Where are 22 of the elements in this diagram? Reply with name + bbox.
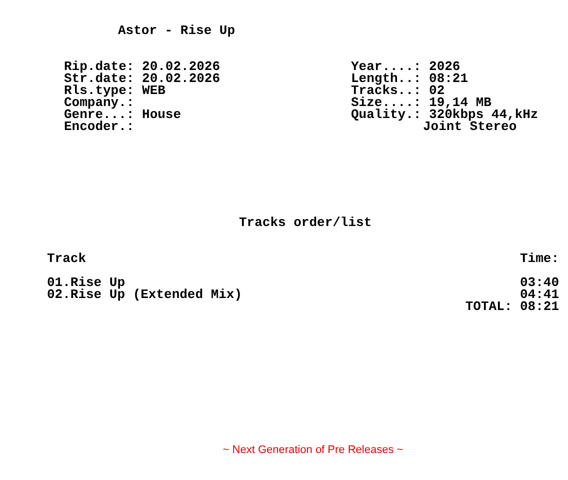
column-heading: Time: <box>520 252 559 265</box>
info-field: Joint Stereo <box>423 120 517 133</box>
track-time: 04:41 <box>520 288 559 301</box>
info-field: Size....: 19,14 MB <box>351 96 492 109</box>
info-field: Tracks..: 02 <box>351 84 445 97</box>
track-name: 02.Rise Up (Extended Mix) <box>47 288 242 301</box>
info-field: Str.date: 20.02.2026 <box>64 72 220 85</box>
track-time: 03:40 <box>520 276 559 289</box>
track-name: 01.Rise Up <box>47 276 126 289</box>
info-field: Year....: 2026 <box>351 60 460 73</box>
total-time: TOTAL: 08:21 <box>465 300 559 313</box>
info-field: Rip.date: 20.02.2026 <box>64 60 220 73</box>
release-title: Astor - Rise Up <box>118 24 236 37</box>
footer-slogan: ~ Next Generation of Pre Releases ~ <box>222 444 404 457</box>
info-field: Encoder.: <box>64 120 134 133</box>
info-field: Length..: 08:21 <box>351 72 468 85</box>
info-field: Quality.: 320kbps 44,kHz <box>351 108 538 121</box>
section-heading: Tracks order/list <box>239 216 372 229</box>
column-heading: Track <box>47 252 86 265</box>
info-field: Company.: <box>64 96 134 109</box>
info-field: Genre...: House <box>64 108 182 121</box>
info-field: Rls.type: WEB <box>64 84 166 97</box>
